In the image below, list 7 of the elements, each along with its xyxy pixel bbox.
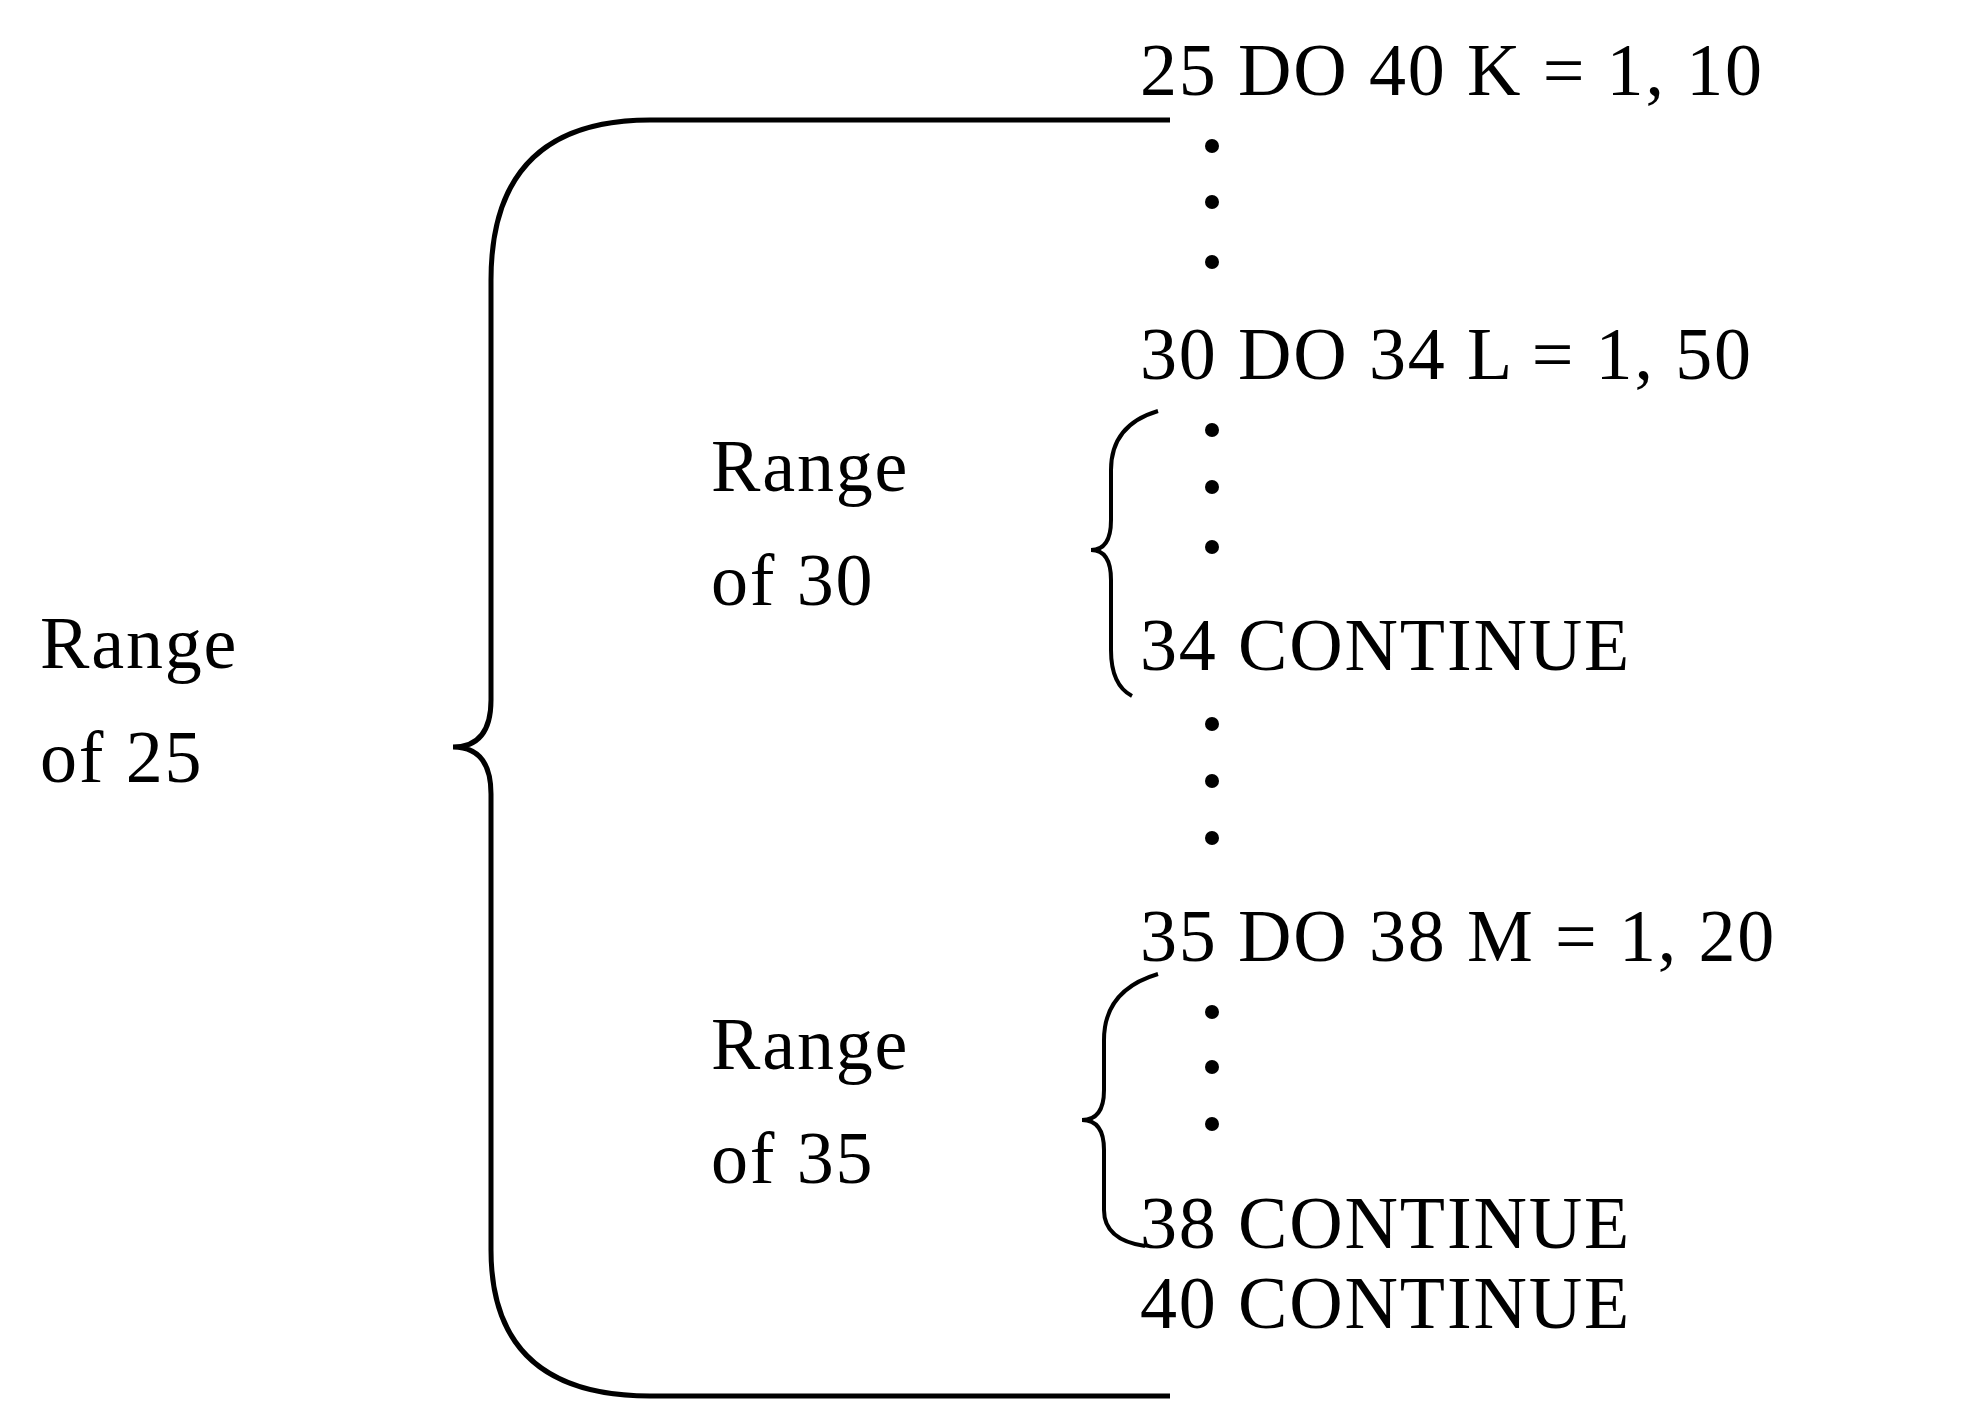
range-label: Range of 25 [40, 601, 240, 800]
code-line: 34 CONTINUE [1140, 603, 1632, 688]
range-label: Range of 35 [711, 1002, 911, 1201]
code-line: 25 DO 40 K = 1, 10 [1140, 28, 1764, 113]
range-label: Range of 30 [711, 424, 911, 623]
code-line: 35 DO 38 M = 1, 20 [1140, 894, 1777, 979]
code-line: 30 DO 34 L = 1, 50 [1140, 312, 1753, 397]
